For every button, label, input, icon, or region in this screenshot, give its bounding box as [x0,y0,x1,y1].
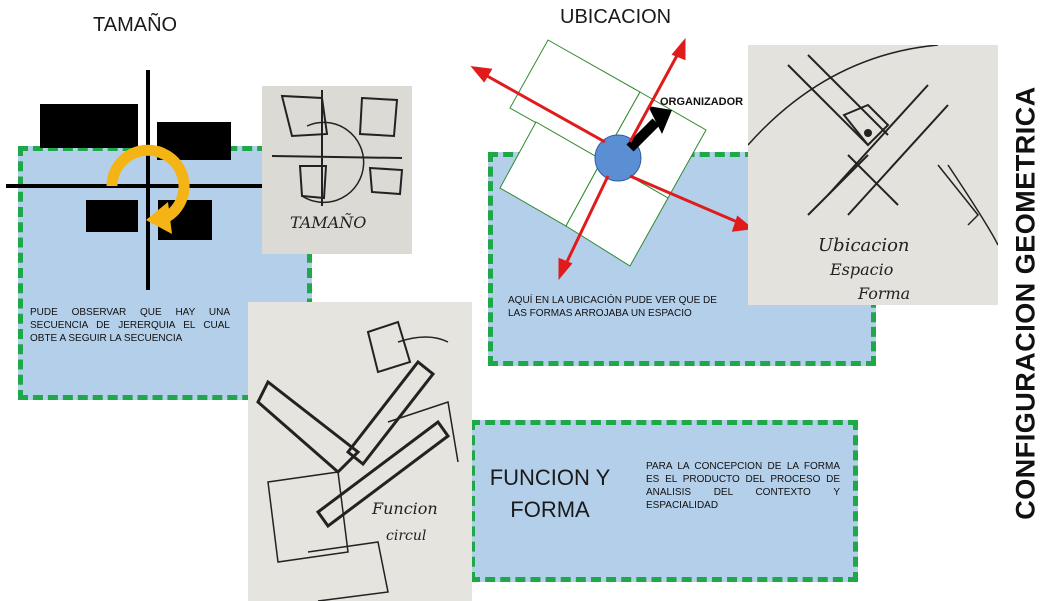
funcion-panel [470,420,858,582]
ubicacion-sketch-photo: Ubicacion Espacio Forma [748,45,998,305]
funcion-title: FUNCION Y FORMA [475,462,625,526]
funcion-title-line1: FUNCION Y [489,465,611,490]
ubicacion-note: AQUÍ EN LA UBICACIÓN PUDE VER QUE DE LAS… [508,295,717,319]
sketch-funcion-label: Funcion [371,499,438,518]
rect-bottom-left [86,200,138,232]
organizador-label: ORGANIZADOR [660,96,744,108]
yellow-circular-arrow [106,144,190,223]
sketch-circul-label: circul [386,528,426,544]
tamano-heading: TAMAÑO [93,14,178,36]
tamano-sketch-photo: TAMAÑO [262,86,412,254]
tamano-diagram [6,70,296,290]
funcion-title-line2: FORMA [510,497,590,522]
ubicacion-diagram [470,37,754,280]
rect-top-left [40,104,138,148]
configuracion-geometrica-title: CONFIGURACION GEOMETRICA [1003,18,1047,588]
vertical-title-text: CONFIGURACION GEOMETRICA [1010,86,1041,520]
tamano-note: PUDE OBSERVAR QUE HAY UNA SECUENCIA DE J… [30,307,230,344]
sketch-tamano-label: TAMAÑO [290,212,366,232]
ubicacion-heading: UBICACION [560,6,672,28]
sketch-espacio-label: Espacio [829,260,893,279]
funcion-note: PARA LA CONCEPCION DE LA FORMA ES EL PRO… [646,461,840,511]
sketch-ubicacion-label: Ubicacion [818,235,910,256]
sketch-forma-label: Forma [857,284,910,303]
funcion-sketch-photo: Funcion circul [248,302,472,601]
